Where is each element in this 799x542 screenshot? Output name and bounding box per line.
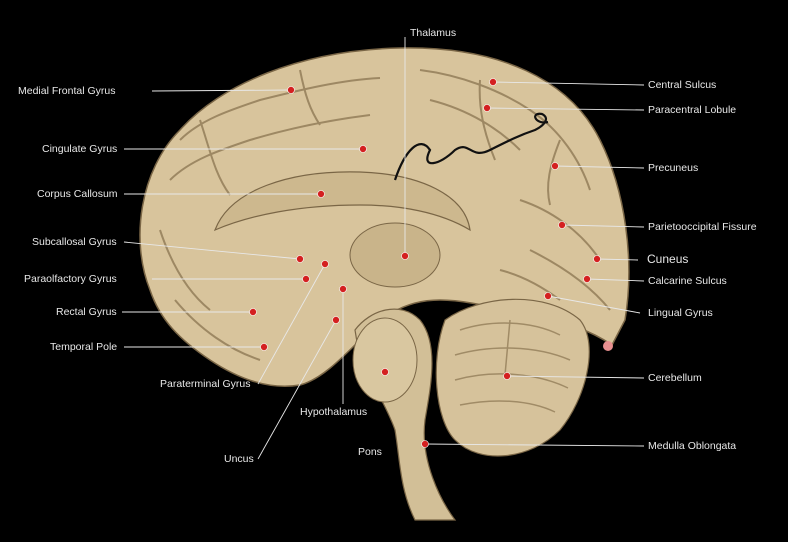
markers xyxy=(249,78,601,448)
marker-cuneus xyxy=(593,255,601,263)
label-parietooccipital-fissure: Parietooccipital Fissure xyxy=(648,221,757,233)
label-thalamus: Thalamus xyxy=(410,27,457,39)
pons-shape xyxy=(352,317,418,403)
corpus-callosum-shape xyxy=(213,171,471,232)
marker-calcarine-sulcus xyxy=(583,275,591,283)
marker-pons xyxy=(381,368,389,376)
label-subcallosal-gyrus: Subcallosal Gyrus xyxy=(32,236,117,248)
marker-rectal-gyrus xyxy=(249,308,257,316)
gyri-pattern xyxy=(159,69,611,361)
label-precuneus: Precuneus xyxy=(648,162,699,174)
marker-paraolfactory-gyrus xyxy=(302,275,310,283)
label-cerebellum: Cerebellum xyxy=(648,372,702,384)
label-pons: Pons xyxy=(358,446,382,458)
marker-temporal-pole xyxy=(260,343,268,351)
marker-paraterminal-gyrus xyxy=(321,260,329,268)
label-central-sulcus: Central Sulcus xyxy=(648,79,717,91)
cerebellum-shape xyxy=(435,298,590,457)
leader-lines xyxy=(122,37,645,460)
marker-lingual-gyrus xyxy=(544,292,552,300)
label-cingulate-gyrus: Cingulate Gyrus xyxy=(42,143,118,155)
label-paracentral-lobule: Paracentral Lobule xyxy=(648,104,737,116)
label-medial-frontal-gyrus: Medial Frontal Gyrus xyxy=(18,85,116,97)
marker-thalamus xyxy=(401,252,409,260)
marker-medial-frontal-gyrus xyxy=(287,86,295,94)
label-rectal-gyrus: Rectal Gyrus xyxy=(56,306,117,318)
label-medulla-oblongata: Medulla Oblongata xyxy=(648,440,737,452)
signature xyxy=(393,112,549,181)
marker-hypothalamus xyxy=(339,285,347,293)
corner-marker xyxy=(603,341,613,351)
label-cuneus: Cuneus xyxy=(647,252,689,266)
thalamus-shape xyxy=(349,222,441,288)
cerebellum-folia xyxy=(454,319,571,413)
label-lingual-gyrus: Lingual Gyrus xyxy=(648,307,713,319)
marker-parietooccipital-fissure xyxy=(558,221,566,229)
marker-central-sulcus xyxy=(489,78,497,86)
marker-paracentral-lobule xyxy=(483,104,491,112)
marker-uncus xyxy=(332,316,340,324)
label-corpus-callosum: Corpus Callosum xyxy=(37,188,118,200)
label-calcarine-sulcus: Calcarine Sulcus xyxy=(648,275,727,287)
marker-cerebellum xyxy=(503,372,511,380)
label-paraterminal-gyrus: Paraterminal Gyrus xyxy=(160,378,251,390)
label-uncus: Uncus xyxy=(224,453,254,465)
marker-corpus-callosum xyxy=(317,190,325,198)
label-paraolfactory-gyrus: Paraolfactory Gyrus xyxy=(24,273,117,285)
label-temporal-pole: Temporal Pole xyxy=(50,341,118,353)
marker-precuneus xyxy=(551,162,559,170)
marker-cingulate-gyrus xyxy=(359,145,367,153)
marker-medulla-oblongata xyxy=(421,440,429,448)
label-hypothalamus: Hypothalamus xyxy=(300,406,368,418)
marker-subcallosal-gyrus xyxy=(296,255,304,263)
